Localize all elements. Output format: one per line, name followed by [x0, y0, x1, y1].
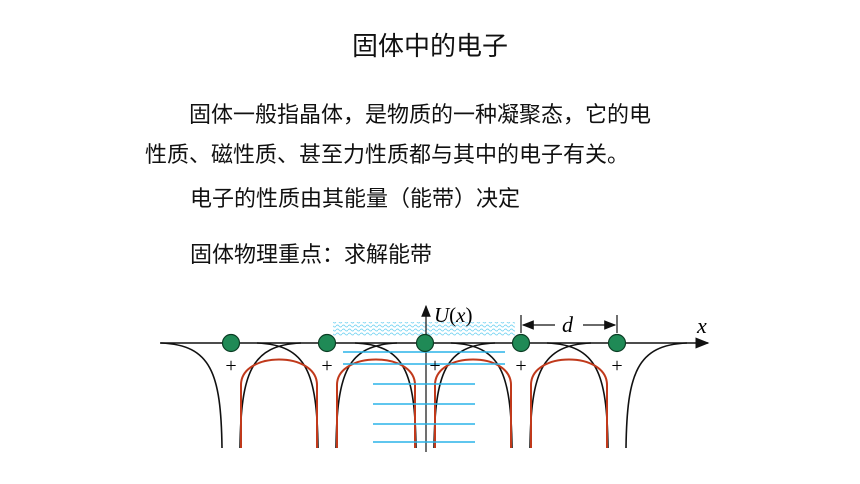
- intro-paragraph-line1: 固体一般指晶体，是物质的一种凝聚态，它的电: [189, 103, 652, 128]
- ion-potential-curve: [239, 342, 302, 449]
- lattice-spacing-marker: [520, 315, 618, 333]
- combined-potential-arch: [240, 358, 318, 448]
- ion-potential-curve: [256, 342, 319, 449]
- ion-charge-label: +: [225, 355, 236, 377]
- ion-charge-label: +: [321, 355, 332, 377]
- point-energy-band: 电子的性质由其能量（能带）决定: [190, 187, 521, 212]
- y-axis-label: U(x): [434, 303, 473, 327]
- ion-charge-label: +: [611, 355, 622, 377]
- ion-3: [415, 333, 435, 353]
- periodic-potential-diagram: U(x) x d + + + + +: [160, 303, 710, 452]
- ion-5: [607, 333, 627, 353]
- point-solve-band: 固体物理重点：求解能带: [190, 243, 433, 268]
- intro-paragraph: 固体一般指晶体，是物质的一种凝聚态，它的电 性质、磁性质、甚至力性质都与其中的电…: [145, 96, 725, 176]
- combined-potential-arch: [530, 358, 608, 448]
- ion-charge-label: +: [515, 355, 526, 377]
- ion-4: [511, 333, 531, 353]
- intro-paragraph-line2: 性质、磁性质、甚至力性质都与其中的电子有关。: [145, 143, 630, 168]
- ion-potential-curve: [529, 342, 592, 449]
- slide-title: 固体中的电子: [351, 32, 508, 62]
- lattice-spacing-label: d: [562, 312, 574, 337]
- electron-cloud: [333, 322, 515, 336]
- ion-potential-curve: [625, 342, 688, 449]
- combined-potential-arch: [336, 358, 416, 448]
- ion-charge-label: +: [429, 355, 440, 377]
- ion-potential-curve: [450, 342, 513, 449]
- ion-potential-curve: [160, 342, 223, 449]
- x-axis-label: x: [696, 313, 707, 338]
- ion-potential-curve: [546, 342, 609, 449]
- ion-1: [221, 333, 241, 353]
- ion-potential-curve: [335, 342, 398, 449]
- ion-potential-curve: [354, 342, 417, 449]
- ion-potential-curve: [433, 342, 496, 449]
- ion-2: [317, 333, 337, 353]
- combined-potential-arch: [434, 358, 512, 448]
